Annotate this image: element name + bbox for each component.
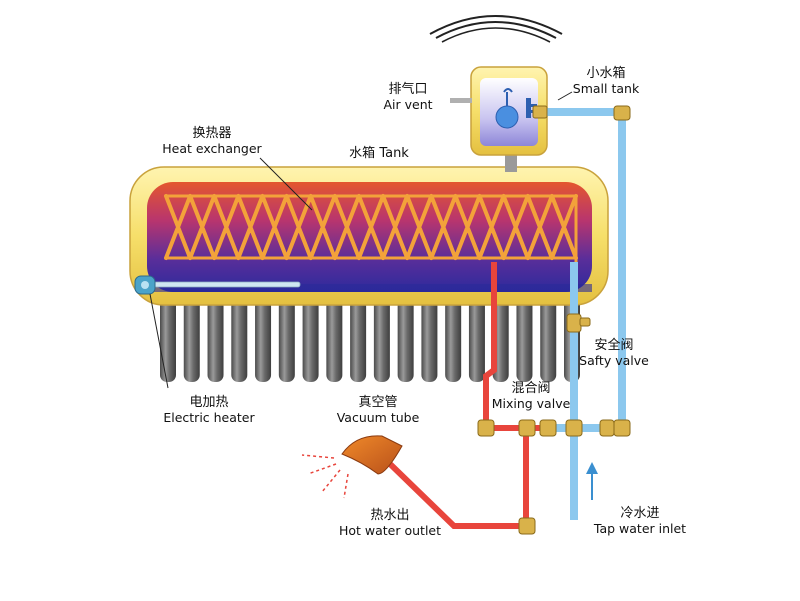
hot-water-pipes	[385, 262, 548, 529]
hot-water-outlet-label-en: Hot water outlet	[338, 523, 442, 538]
vacuum-tube	[302, 290, 319, 382]
air-vent-label-cn: 排气口	[388, 82, 428, 97]
heat-exchanger-label: 换热器 Heat exchanger	[156, 126, 268, 156]
tap-water-inlet-label-cn: 冷水进	[620, 506, 660, 521]
coil-loops	[164, 194, 578, 260]
vacuum-tube	[160, 290, 176, 382]
electric-heater-label-cn: 电加热	[189, 395, 229, 410]
electric-heater-label: 电加热 Electric heater	[156, 395, 262, 425]
vacuum-tube	[421, 290, 438, 382]
tank-label-cn: 水箱	[349, 146, 376, 161]
tap-water-inlet-label-en: Tap water inlet	[593, 521, 687, 536]
mixing-valve-label-cn: 混合阀	[511, 381, 551, 396]
vacuum-tube	[540, 290, 557, 382]
safety-valve-label-cn: 安全阀	[594, 338, 634, 353]
inlet-arrow	[586, 462, 598, 500]
vacuum-tube	[207, 290, 224, 382]
small-tank	[450, 66, 548, 172]
vacuum-tube	[231, 290, 248, 382]
sun-rays	[429, 15, 563, 43]
vacuum-tube	[468, 290, 485, 382]
vacuum-tube	[278, 290, 295, 382]
mixing-valve-label-en: Mixing valve	[491, 396, 571, 411]
vacuum-tubes	[160, 290, 580, 382]
mixing-valve-label: 混合阀 Mixing valve	[488, 381, 574, 411]
leader-lines	[149, 91, 573, 389]
electric-heater	[134, 275, 301, 295]
heat-exchanger-label-cn: 换热器	[192, 126, 232, 141]
tank-label-en: Tank	[379, 146, 409, 161]
heat-exchanger-coil	[164, 194, 578, 262]
vacuum-tube	[373, 290, 390, 382]
vacuum-tube-label: 真空管 Vacuum tube	[330, 395, 426, 425]
heat-exchanger-label-en: Heat exchanger	[162, 141, 262, 156]
tank-label: 水箱 Tank	[324, 146, 434, 161]
vacuum-tube	[326, 290, 343, 382]
electric-heater-label-en: Electric heater	[163, 410, 255, 425]
vacuum-tube	[255, 290, 272, 382]
small-tank-label-cn: 小水箱	[586, 66, 626, 81]
vacuum-tube	[516, 290, 533, 382]
vacuum-tube-label-en: Vacuum tube	[336, 410, 420, 425]
air-vent-label: 排气口 Air vent	[376, 82, 440, 112]
pipe-fittings	[477, 105, 631, 535]
hot-water-outlet-label: 热水出 Hot water outlet	[334, 508, 446, 538]
hot-water-outlet-label-cn: 热水出	[370, 508, 410, 523]
vacuum-tube	[350, 290, 367, 382]
vacuum-tube	[445, 290, 462, 382]
small-tank-label-en: Small tank	[572, 81, 640, 96]
safety-valve-label: 安全阀 Safty valve	[576, 338, 652, 368]
vacuum-tube	[397, 290, 414, 382]
coil-rails	[166, 194, 578, 262]
vacuum-tube-label-cn: 真空管	[358, 395, 398, 410]
safety-valve-label-en: Safty valve	[579, 353, 649, 368]
small-tank-label: 小水箱 Small tank	[566, 66, 646, 96]
vacuum-tube	[183, 290, 200, 382]
hot-water-outlet-head	[301, 435, 403, 499]
air-vent-label-en: Air vent	[383, 97, 433, 112]
tap-water-inlet-label: 冷水进 Tap water inlet	[584, 506, 696, 536]
